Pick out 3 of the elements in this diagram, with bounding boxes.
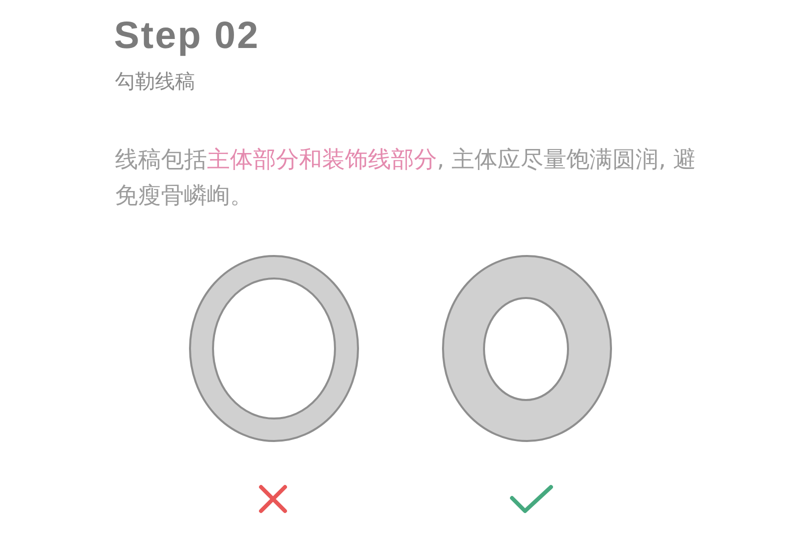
description-text: 线稿包括主体部分和装饰线部分, 主体应尽量饱满圆润, 避免瘦骨嶙峋。 <box>115 146 698 211</box>
step-title: Step 02 <box>114 14 260 59</box>
subtitle: 勾勒线稿 <box>115 68 195 94</box>
